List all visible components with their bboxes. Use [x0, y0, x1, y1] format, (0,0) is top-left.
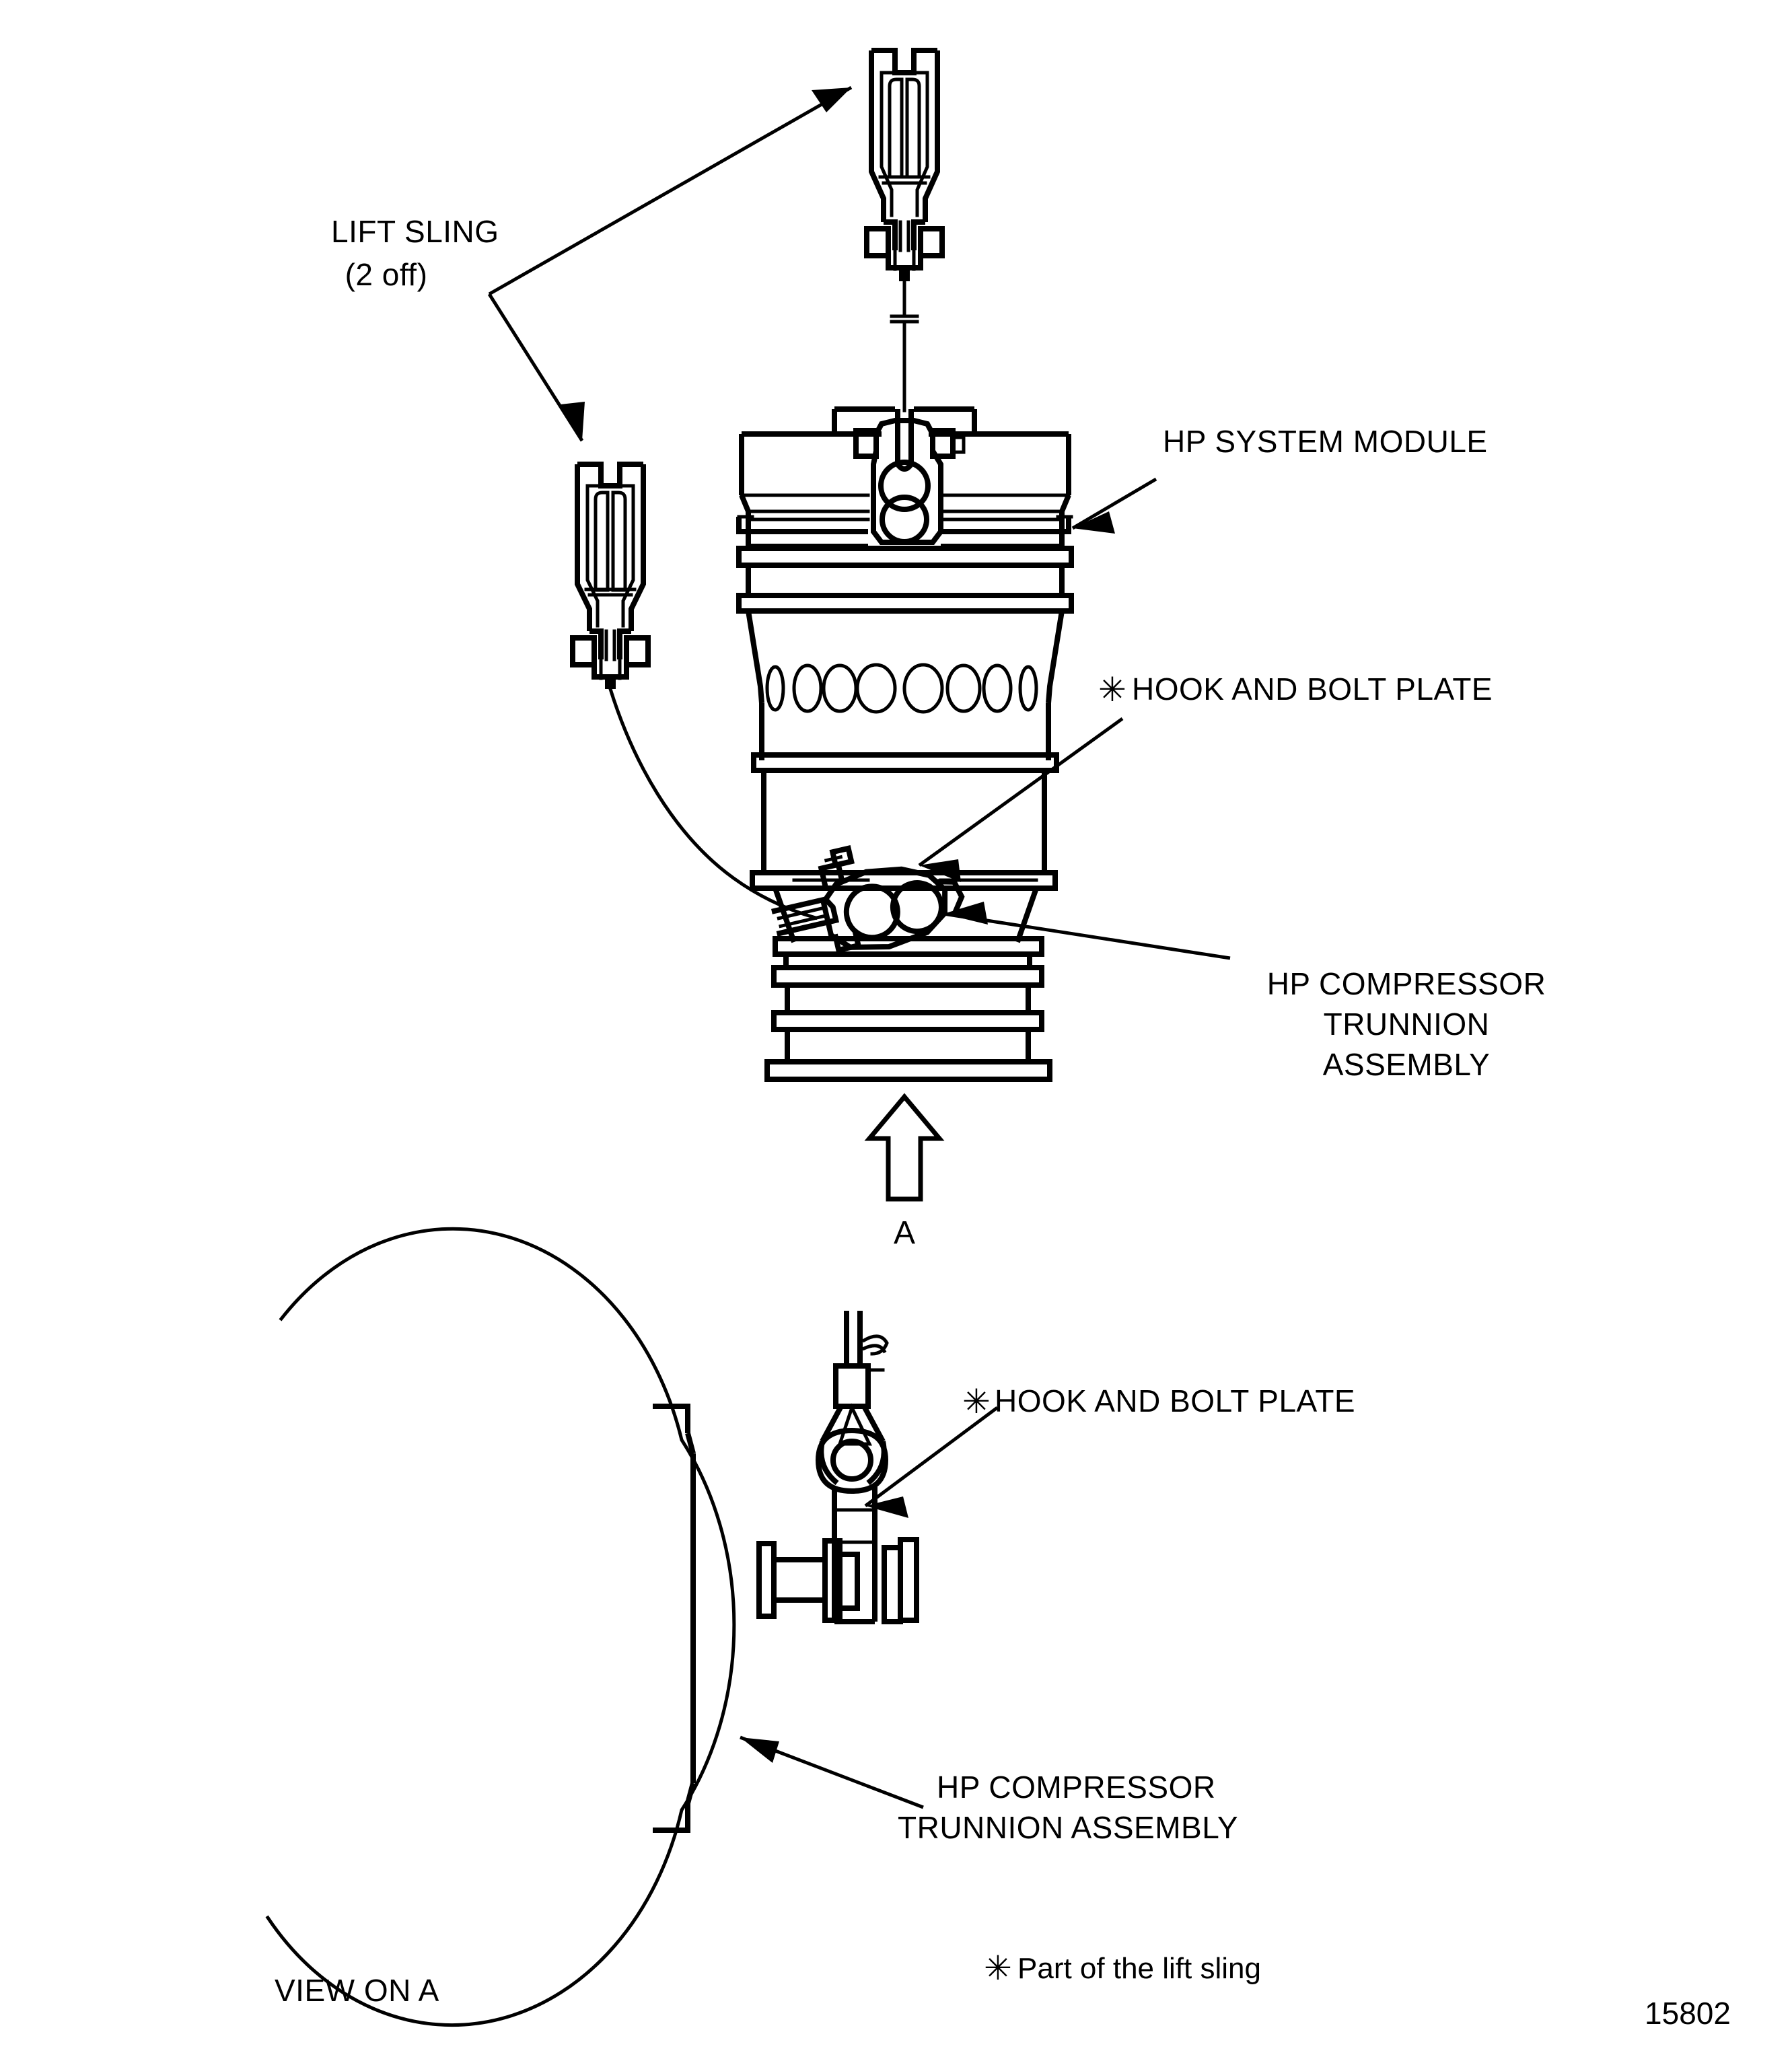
leader-hook-bolt-plate-upper — [918, 717, 1124, 882]
asterisk-marker-hook-bolt-plate-view: ✳ — [962, 1383, 991, 1420]
label-hook-and-bolt-plate-view: HOOK AND BOLT PLATE — [995, 1383, 1355, 1418]
label-view-on-a: VIEW ON A — [275, 1973, 439, 2008]
lift-sling-left — [570, 462, 651, 689]
label-trunnion-line1: HP COMPRESSOR — [1267, 966, 1546, 1001]
view-on-a — [265, 1227, 999, 2027]
leader-trunnion-upper — [943, 902, 1231, 960]
trunnion-pin — [756, 1537, 919, 1624]
asterisk-marker-hook-bolt-plate-upper: ✳ — [1098, 671, 1126, 709]
leader-trunnion-view-a — [740, 1735, 924, 1809]
leader-hook-bolt-plate-view-a — [864, 1406, 999, 1518]
sling-cable-top — [890, 279, 919, 412]
footnote-text: Part of the lift sling — [1017, 1952, 1261, 1985]
label-trunnion-line3: ASSEMBLY — [1323, 1047, 1491, 1082]
view-direction-arrow-a — [864, 1093, 945, 1202]
label-trunnion-view-line1: HP COMPRESSOR — [937, 1770, 1216, 1805]
label-trunnion-view-line2: TRUNNION ASSEMBLY — [898, 1810, 1238, 1845]
vent-hole-band — [765, 663, 1038, 714]
hp-compressor-trunnion-assembly — [771, 845, 965, 953]
figure-number: 15802 — [1645, 1996, 1731, 2031]
label-hp-system-module: HP SYSTEM MODULE — [1163, 424, 1488, 459]
label-lift-sling-line1: LIFT SLING — [331, 214, 499, 249]
label-hook-and-bolt-plate-upper: HOOK AND BOLT PLATE — [1132, 672, 1493, 707]
engine-casing-circle — [265, 1227, 736, 2027]
view-arrow-letter: A — [894, 1215, 915, 1251]
lift-sling-top — [864, 48, 945, 281]
trunnion-mounting-boss — [653, 1404, 696, 1833]
sling-cable-left — [608, 686, 818, 920]
label-lift-sling-line2: (2 off) — [345, 257, 428, 292]
leader-lift-sling — [487, 85, 853, 442]
label-trunnion-line2: TRUNNION — [1324, 1007, 1490, 1042]
hook-bolt-plate-top — [853, 409, 966, 545]
hp-system-module — [736, 406, 1074, 1082]
upper-assembly-view: A — [487, 48, 1231, 1251]
leader-hp-system-module — [1071, 477, 1157, 534]
asterisk-marker-footnote: ✳ — [984, 1949, 1012, 1987]
hook-bolt-plate-view-a — [815, 1311, 889, 1624]
